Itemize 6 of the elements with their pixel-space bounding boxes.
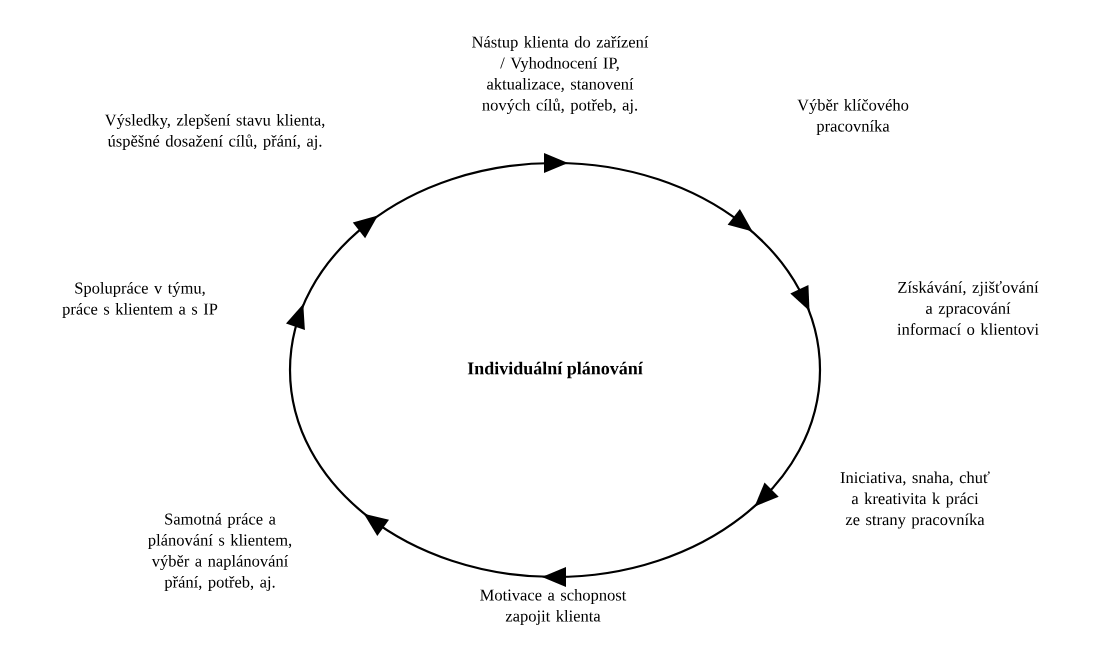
step-label: Spolupráce v týmu, práce s klientem a s IP [62, 282, 218, 318]
step-label: Nástup klienta do zařízení / Vyhodnocení IP, aktualizace, stanovení nových cílů, potřeb, aj. [472, 36, 649, 114]
step-label: Iniciativa, snaha, chuť a kreativita k práci ze strany pracovníka [840, 471, 990, 529]
step-label: Výběr klíčového pracovníka [797, 99, 909, 135]
step-label: Výsledky, zlepšení stavu klienta, úspěšné dosažení cílů, přání, aj. [104, 114, 325, 150]
step-label: Získávání, zjišťování a zpracování informací o klientovi [897, 281, 1039, 335]
